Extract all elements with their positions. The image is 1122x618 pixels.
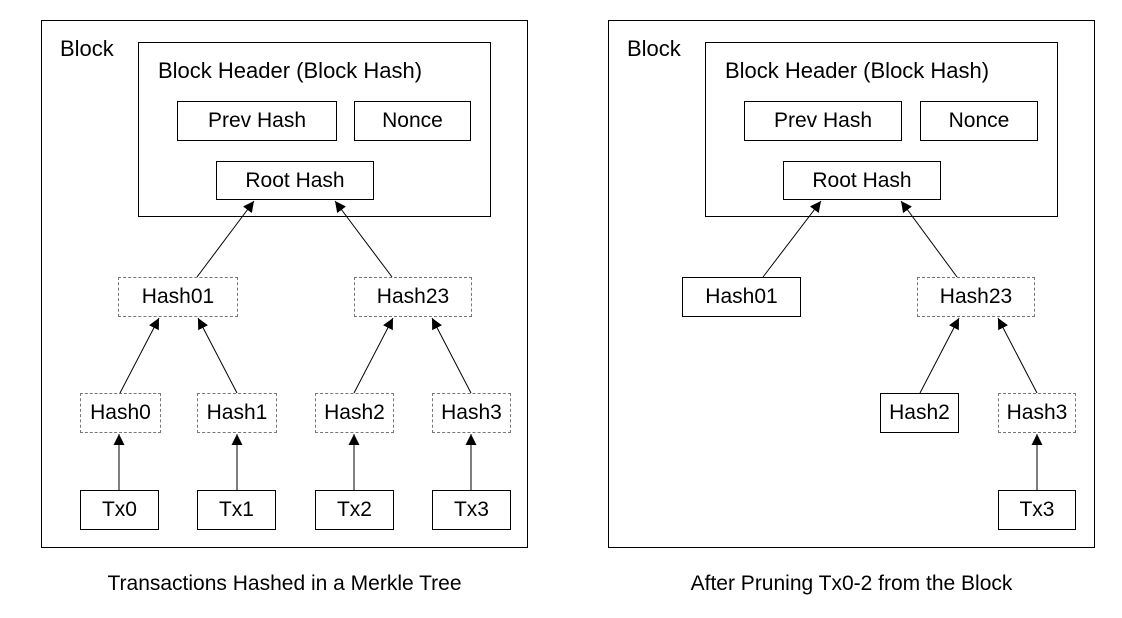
left-hash0-node: Hash0 — [80, 393, 161, 433]
left-hash1-node: Hash1 — [197, 393, 277, 433]
right-hash01-node: Hash01 — [682, 277, 801, 317]
left-tx3-node: Tx3 — [432, 490, 511, 530]
right-block-label: Block — [627, 36, 681, 61]
left-caption: Transactions Hashed in a Merkle Tree — [107, 572, 462, 595]
right-hash2-node: Hash2 — [880, 393, 959, 433]
left-arrow-hash1-hash01 — [197, 317, 238, 394]
right-arrow-hash3-hash23 — [997, 317, 1038, 394]
right-arrow-hash2-hash23 — [919, 317, 960, 394]
right-block-header-title: Block Header (Block Hash) — [725, 58, 990, 83]
right-hash23-node: Hash23 — [917, 277, 1035, 317]
right-prev-hash-box: Prev Hash — [744, 101, 902, 141]
left-tx1-node: Tx1 — [197, 490, 276, 530]
right-hash3-node: Hash3 — [998, 393, 1076, 433]
left-arrow-hash2-hash23 — [353, 317, 394, 394]
left-arrow-hash01-root — [196, 200, 255, 278]
left-arrow-hash23-root — [334, 200, 393, 278]
left-arrow-hash3-hash23 — [431, 317, 472, 394]
left-hash23-node: Hash23 — [354, 277, 472, 317]
left-hash3-node: Hash3 — [432, 393, 511, 433]
left-tx2-node: Tx2 — [315, 490, 394, 530]
left-tx0-node: Tx0 — [80, 490, 159, 530]
left-prev-hash-box: Prev Hash — [177, 101, 337, 141]
left-root-hash-box: Root Hash — [216, 161, 374, 200]
right-root-hash-box: Root Hash — [783, 161, 941, 200]
left-hash2-node: Hash2 — [315, 393, 394, 433]
right-arrow-hash01-root — [762, 200, 822, 278]
right-tx3-node: Tx3 — [998, 490, 1076, 530]
left-arrow-hash0-hash01 — [119, 317, 160, 394]
right-nonce-box: Nonce — [920, 101, 1038, 141]
right-caption: After Pruning Tx0-2 from the Block — [690, 572, 1013, 595]
left-nonce-box: Nonce — [354, 101, 471, 141]
left-block-header-title: Block Header (Block Hash) — [158, 58, 423, 83]
left-hash01-node: Hash01 — [118, 277, 238, 317]
right-arrow-hash23-root — [900, 200, 958, 278]
left-block-label: Block — [60, 36, 114, 61]
